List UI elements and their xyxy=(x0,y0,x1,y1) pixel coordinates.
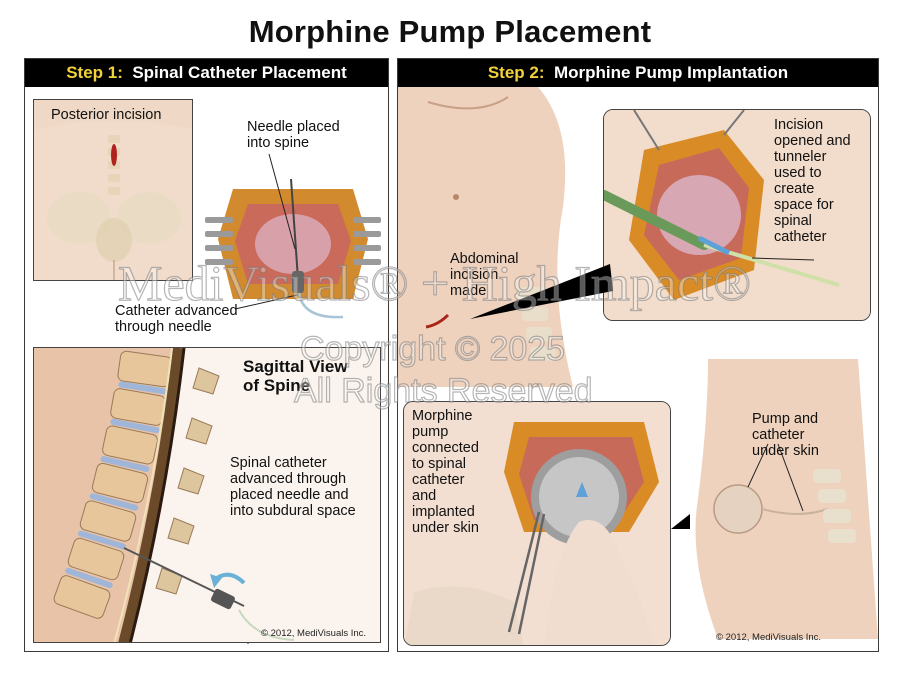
tunneler-line5: create xyxy=(774,181,815,197)
spinal-catheter-line3: placed needle and xyxy=(230,487,349,503)
step2-header: Step 2: Morphine Pump Implantation xyxy=(398,59,878,87)
pump-connected-line1: Morphine xyxy=(412,408,473,424)
spinal-catheter-line1: Spinal catheter xyxy=(230,455,327,471)
step2-copyright: © 2012, MediVisuals Inc. xyxy=(716,632,822,643)
step1-heading: Spinal Catheter Placement xyxy=(132,63,347,82)
pump-connected-line7: implanted xyxy=(412,504,475,520)
pump-connected-line3: connected xyxy=(412,440,479,456)
pump-connected-line6: and xyxy=(412,488,437,504)
pump-connection-inset xyxy=(403,401,671,646)
catheter-label-line2: through needle xyxy=(115,319,212,335)
needle-label: Needle placed into spine xyxy=(247,119,340,151)
pump-connection-drawing xyxy=(404,402,670,645)
step1-copyright: © 2012, MediVisuals Inc. xyxy=(261,628,367,639)
spinal-catheter-label: Spinal catheter advanced through placed … xyxy=(230,455,356,519)
catheter-label-line1: Catheter advanced xyxy=(115,303,238,319)
back-drawing xyxy=(34,100,192,280)
step1-header: Step 1: Spinal Catheter Placement xyxy=(25,59,388,87)
step1-panel: Step 1: Spinal Catheter Placement Poster… xyxy=(24,58,389,652)
abdominal-line2: incision xyxy=(450,267,499,283)
torso-illustration xyxy=(398,87,603,387)
needle-drawing xyxy=(205,178,381,319)
spinal-catheter-line4: into subdural space xyxy=(230,503,356,519)
needle-label-line2: into spine xyxy=(247,135,310,151)
sagittal-label-line1: Sagittal View xyxy=(243,357,348,376)
step2-panel: Step 2: Morphine Pump Implantation Abdom… xyxy=(397,58,879,652)
pump-under-skin-label: Pump and catheter under skin xyxy=(752,411,819,459)
pump-connected-line4: to spinal xyxy=(412,456,467,472)
tunneler-line2: opened and xyxy=(774,133,851,149)
sagittal-view-frame xyxy=(33,347,381,643)
pump-connected-line2: pump xyxy=(412,424,449,440)
pump-under-skin-line3: under skin xyxy=(752,443,819,459)
step1-number: Step 1: xyxy=(66,63,123,82)
pump-under-skin-line2: catheter xyxy=(752,427,805,443)
needle-surgical-field xyxy=(203,159,383,319)
tunneler-line6: space for xyxy=(774,197,834,213)
pump-under-skin-illustration xyxy=(678,359,878,639)
tunneler-line1: Incision xyxy=(774,117,824,133)
torso-drawing xyxy=(398,87,573,387)
abdominal-label: Abdominal incision made xyxy=(450,251,519,299)
tunneler-line8: catheter xyxy=(774,229,827,245)
pump-connected-label: Morphine pump connected to spinal cathet… xyxy=(412,408,479,536)
pump-under-skin-drawing xyxy=(695,359,878,639)
tunneler-inset xyxy=(603,109,871,321)
pump-connected-line8: under skin xyxy=(412,520,479,536)
tunneler-line4: used to xyxy=(774,165,822,181)
abdominal-line3: made xyxy=(450,283,487,299)
pump-under-skin-line1: Pump and xyxy=(752,411,819,427)
step2-heading: Morphine Pump Implantation xyxy=(553,63,789,82)
sagittal-label-line2: of Spine xyxy=(243,376,311,395)
pump-connected-line5: catheter xyxy=(412,472,465,488)
posterior-incision-label: Posterior incision xyxy=(51,107,162,123)
sagittal-view-label: Sagittal View of Spine xyxy=(243,357,348,395)
sagittal-spine-drawing xyxy=(34,348,380,642)
spinal-catheter-line2: advanced through xyxy=(230,471,347,487)
catheter-label: Catheter advanced through needle xyxy=(115,303,238,335)
needle-label-line1: Needle placed xyxy=(247,119,340,135)
step2-number: Step 2: xyxy=(487,63,545,82)
tunneler-line3: tunneler xyxy=(774,149,827,165)
page-title: Morphine Pump Placement xyxy=(248,14,652,49)
back-illustration xyxy=(33,99,193,281)
tunneler-line7: spinal xyxy=(774,213,812,229)
tunneler-label: Incision opened and tunneler used to cre… xyxy=(774,117,851,245)
tunneler-drawing xyxy=(604,110,870,320)
abdominal-line1: Abdominal xyxy=(450,251,519,267)
